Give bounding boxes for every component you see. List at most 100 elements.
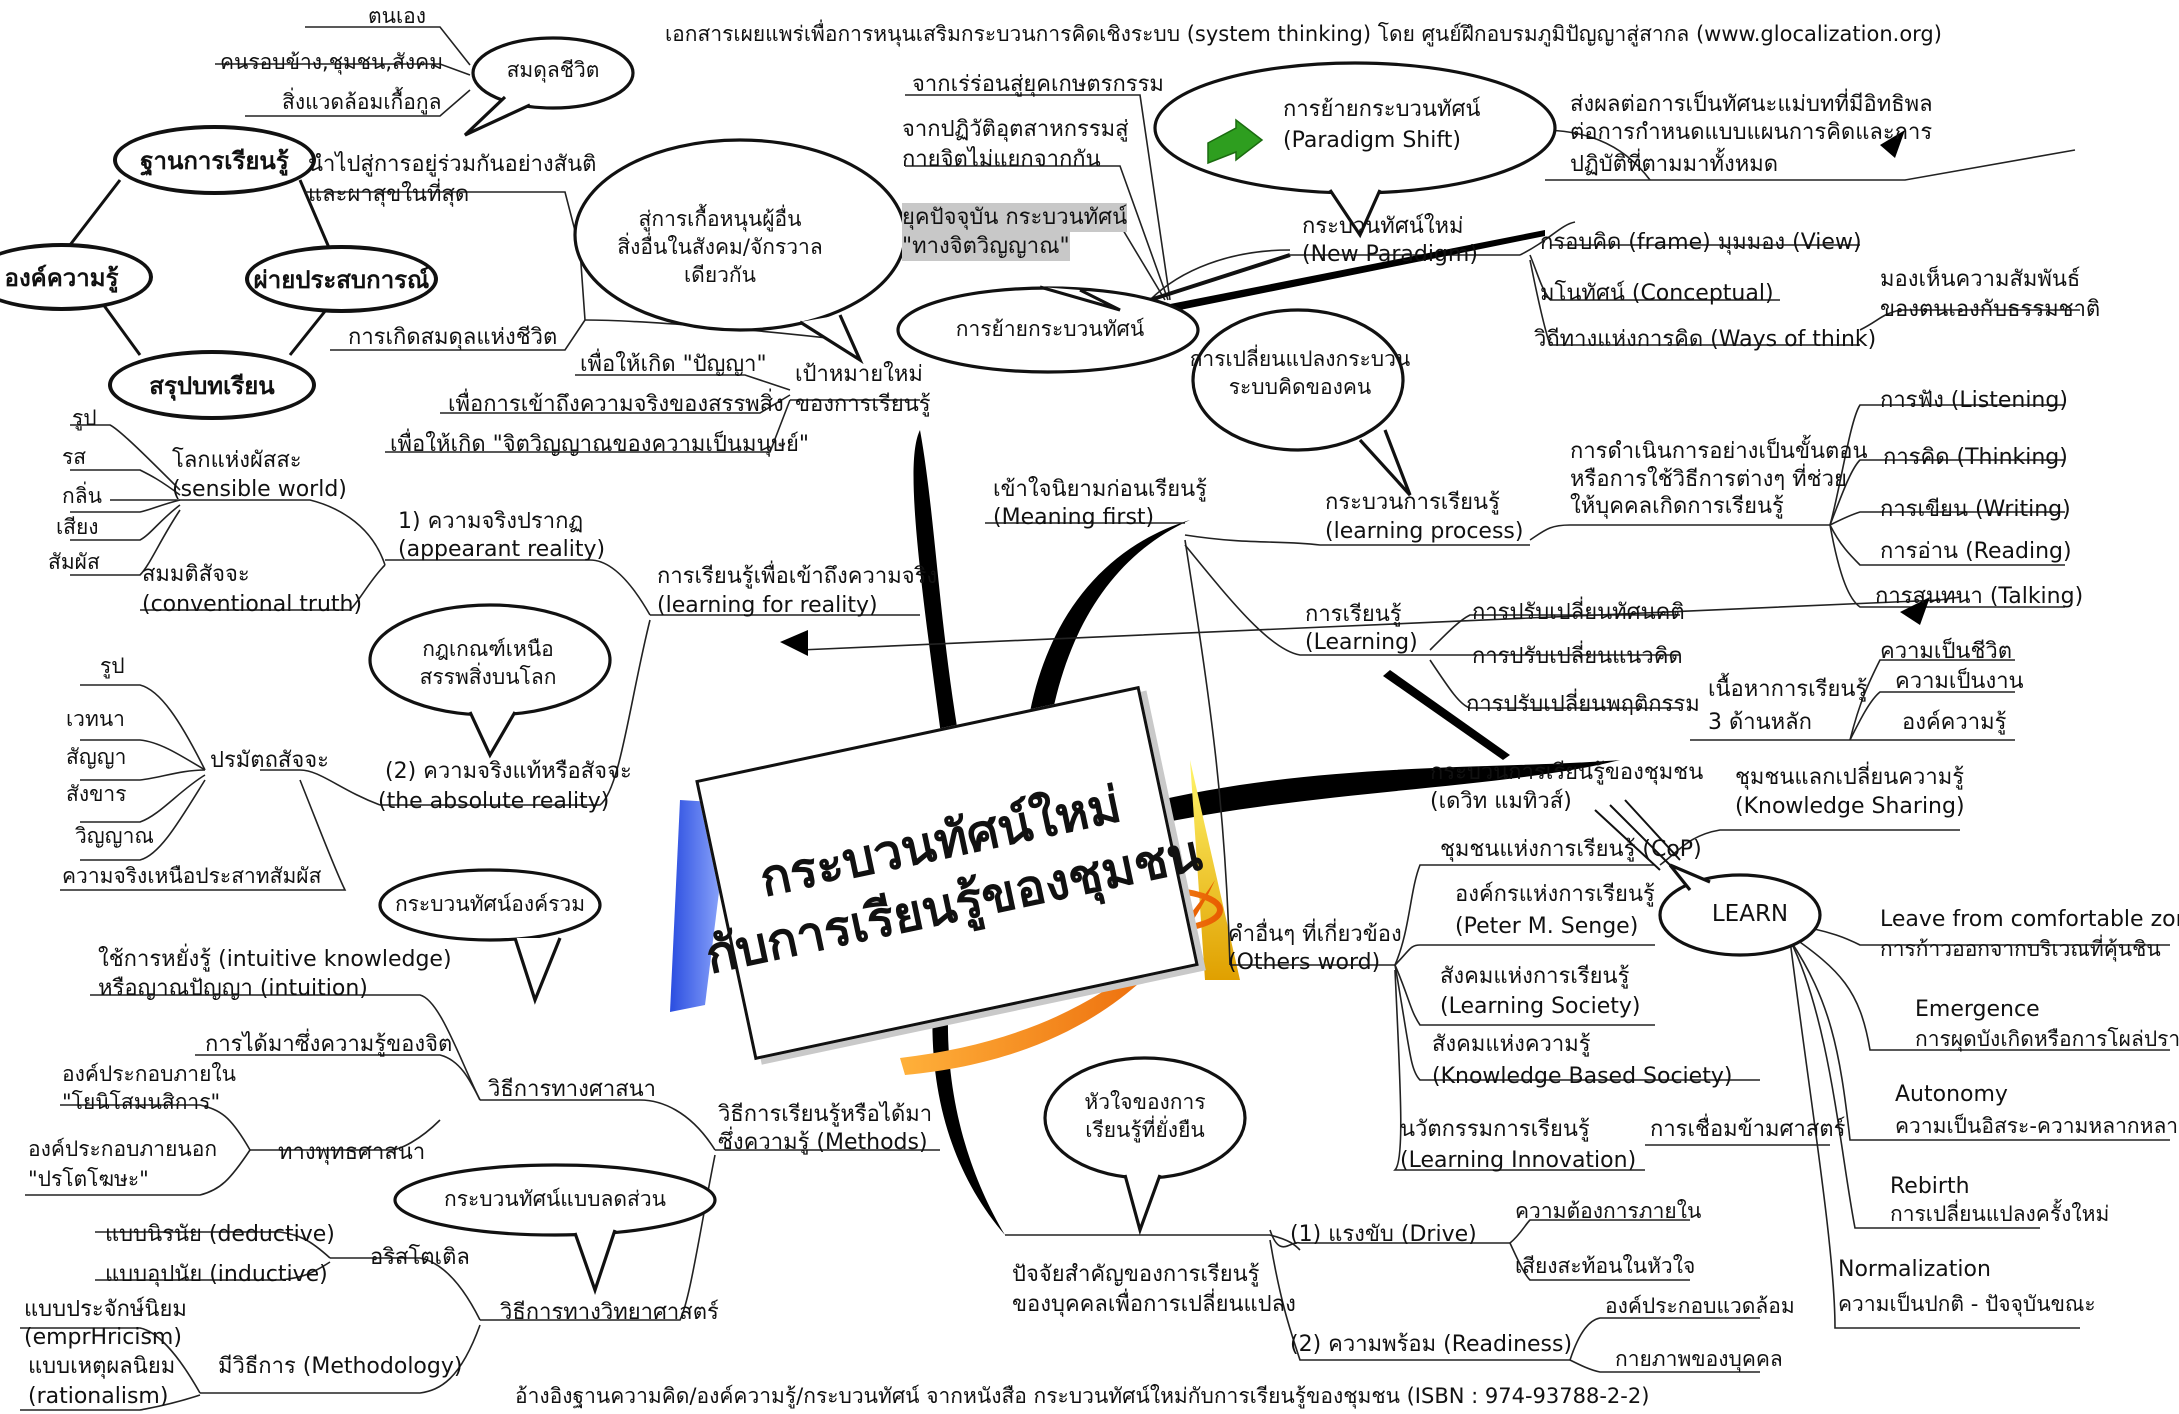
rule-bubble-line: กฎเกณฑ์เหนือ — [422, 637, 554, 661]
change-item: การปรับเปลี่ยนแนวคิด — [1472, 644, 1683, 669]
learning-process-line2: (learning process) — [1325, 519, 1524, 544]
heart-bubble-line: เรียนรู้ที่ยั่งยืน — [1085, 1118, 1205, 1142]
content-line1: เนื้อหาการเรียนรู้ — [1708, 677, 1868, 702]
skill-item: การเขียน (Writing) — [1880, 497, 2071, 522]
interdisciplinary: การเชื่อมข้ามศาสตร์ — [1650, 1117, 1846, 1142]
beyond-senses: ความจริงเหนือประสาทสัมผัส — [62, 864, 322, 888]
kbs-line2: (Knowledge Based Society) — [1432, 1064, 1733, 1089]
reality-line1: การเรียนรู้เพื่อเข้าถึงความจริง — [657, 564, 938, 589]
empiricism-line1: แบบประจักษ์นิยม — [24, 1297, 187, 1322]
paradigm-item: กรอบคิด (frame) มุมมอง (View) — [1540, 230, 1862, 255]
org-line2: (Peter M. Senge) — [1455, 914, 1639, 939]
paradigm-shift-line1: การย้ายกระบวนทัศน์ — [1283, 97, 1481, 122]
readiness-item: กายภาพของบุคคล — [1615, 1347, 1783, 1371]
learn-item-en: Leave from comfortable zon — [1880, 907, 2179, 932]
nature-line1: มองเห็นความสัมพันธ์ — [1880, 267, 2081, 292]
drive-item: เสียงสะท้อนในหัวใจ — [1515, 1254, 1696, 1278]
balance-result-line1: นำไปสู่การอยู่ร่วมกันอย่างสันติ — [308, 152, 597, 177]
process-desc-line3: ให้บุคคลเกิดการเรียนรู้ — [1570, 494, 1784, 519]
paradigm-item: มโนทัศน์ (Conceptual) — [1540, 281, 1774, 306]
apparent-line2: (appearant reality) — [398, 537, 606, 562]
goal-item: เพื่อการเข้าถึงความจริงของสรรพสิ่ง — [448, 392, 784, 417]
new-goal-line1: เป้าหมายใหม่ — [795, 362, 923, 387]
origin-current-line2: "ทางจิตวิญญาณ" — [902, 232, 1070, 261]
process-desc-line2: หรือการใช้วิธีการต่างๆ ที่ช่วย — [1570, 467, 1847, 492]
aggregate-item: รูป — [100, 654, 125, 678]
content-item: ความเป็นงาน — [1895, 669, 2024, 694]
intuitive-line2: หรือญาณปัญญา (intuition) — [98, 976, 368, 1001]
life-balance-label: การเกิดสมดุลแห่งชีวิต — [348, 325, 558, 350]
change-item: การปรับเปลี่ยนพฤติกรรม — [1466, 692, 1700, 717]
skill-item: การคิด (Thinking) — [1883, 445, 2068, 470]
sense-item: กลิ่น — [62, 484, 102, 508]
society-line2: (Learning Society) — [1440, 994, 1641, 1019]
balance-bubble: สมดุลชีวิต — [506, 58, 600, 82]
paradigm-item: วิถีทางแห่งการคิด (Ways of think) — [1534, 327, 1877, 352]
factors-line1: ปัจจัยสำคัญของการเรียนรู้ — [1012, 1262, 1260, 1287]
learn-item-th: การก้าวออกจากบริเวณที่คุ้นชิน — [1880, 937, 2161, 961]
content-item: ความเป็นชีวิต — [1880, 639, 2013, 664]
rule-bubble: กฎเกณฑ์เหนือ สรรพสิ่งบนโลก — [388, 635, 588, 691]
shift-effect-line1: ส่งผลต่อการเป็นทัศนะแม่บทที่มีอิทธิพล — [1570, 92, 1933, 117]
rationalism-line2: (rationalism) — [28, 1384, 169, 1409]
balance-result-line2: และผาสุขในที่สุด — [308, 182, 470, 207]
meaning-first-line1: เข้าใจนิยามก่อนเรียนรู้ — [993, 477, 1207, 502]
skill-item: การสนทนา (Talking) — [1875, 584, 2084, 609]
sense-item: สัมผัส — [48, 550, 100, 574]
origin-current-line1: ยุคปัจจุบัน กระบวนทัศน์ — [902, 203, 1128, 232]
meaning-first-line2: (Meaning first) — [993, 505, 1155, 530]
purpose-bubble-line: สู่การเกื้อหนุนผู้อื่น — [638, 207, 802, 231]
learn-item-th: ความเป็นอิสระ-ความหลากหลาย — [1895, 1114, 2179, 1138]
religion-method: วิธีการทางศาสนา — [488, 1077, 657, 1102]
aggregate-item: วิญญาณ — [75, 824, 154, 848]
mind-knowledge: การได้มาซึ่งความรู้ของจิต — [205, 1032, 453, 1057]
learning-line2: (Learning) — [1305, 630, 1418, 655]
new-paradigm-line2: (New Paradigm) — [1302, 242, 1478, 267]
purpose-bubble-line: สิ่งอื่นในสังคม/จักรวาล — [617, 235, 823, 259]
change-item: การปรับเปลี่ยนทัศนคติ — [1472, 600, 1685, 625]
origin-nomadic: จากเร่ร่อนสู่ยุคเกษตรกรรม — [912, 72, 1164, 97]
balance-item: สิ่งแวดล้อมเกื้อกูล — [282, 90, 442, 114]
rule-bubble-line: สรรพสิ่งบนโลก — [419, 665, 557, 689]
cycle-node-knowledge: องค์ความรู้ — [0, 243, 153, 311]
methods-line2: ซึ่งความรู้ (Methods) — [718, 1130, 928, 1155]
learn-item-en: Autonomy — [1895, 1082, 2008, 1107]
aggregate-item: เวทนา — [66, 707, 125, 731]
others-line2: (Others word) — [1228, 950, 1381, 975]
learn-bubble: LEARN — [1711, 901, 1789, 927]
inner-line1: องค์ประกอบภายใน — [62, 1062, 237, 1086]
aggregate-item: สังขาร — [66, 782, 127, 806]
cycle-node-learning-base: ฐานการเรียนรู้ — [113, 125, 316, 195]
community-process-line2: (เดวิท แมทิวส์) — [1430, 789, 1572, 814]
readiness: (2) ความพร้อม (Readiness) — [1290, 1332, 1573, 1357]
paradigm-shift-line2: (Paradigm Shift) — [1283, 128, 1461, 153]
sense-item: เสียง — [56, 515, 99, 539]
process-desc-line1: การดำเนินการอย่างเป็นขั้นตอน — [1570, 439, 1868, 464]
society-line1: สังคมแห่งการเรียนรู้ — [1440, 964, 1630, 989]
reality-line2: (learning for reality) — [657, 593, 878, 618]
learn-item-en: Normalization — [1838, 1257, 1991, 1282]
purpose-bubble-line: เดียวกัน — [684, 263, 756, 287]
outer-line2: "ปรโตโฆษะ" — [28, 1167, 149, 1191]
sensible-line2: (sensible world) — [172, 477, 347, 502]
ultimate-truth: ปรมัตถสัจจะ — [210, 748, 329, 773]
community-process-line1: กระบวนการเรียนรู้ของชุมชน — [1430, 760, 1704, 785]
apparent-line1: 1) ความจริงปรากฏ — [398, 509, 584, 534]
innovation-line1: นวัตกรรมการเรียนรู้ — [1400, 1117, 1590, 1142]
conventional-line1: สมมติสัจจะ — [142, 562, 250, 587]
others-line1: คำอื่นๆ ที่เกี่ยวข้อง — [1228, 922, 1402, 947]
inductive: แบบอุปนัย (inductive) — [105, 1262, 328, 1287]
header-note: เอกสารเผยแพร่เพื่อการหนุนเสริมกระบวนการค… — [665, 22, 1942, 46]
drive-item: ความต้องการภายใน — [1515, 1199, 1702, 1223]
cycle-node-lessons: สรุปบทเรียน — [108, 350, 316, 420]
cycle-node-experience: ผ่ายประสบการณ์ — [245, 245, 438, 313]
footer-note: อ้างอิงฐานความคิด/องค์ความรู้/กระบวนทัศน… — [515, 1384, 1650, 1408]
learn-item-en: Emergence — [1915, 997, 2040, 1022]
factors-line2: ของบุคคลเพื่อการเปลี่ยนแปลง — [1012, 1292, 1296, 1317]
kbs-line1: สังคมแห่งความรู้ — [1432, 1032, 1591, 1057]
inner-line2: "โยนิโสมนสิการ" — [62, 1090, 221, 1114]
balance-item: คนรอบข้าง,ชุมชน,สังคม — [220, 50, 444, 74]
empiricism-line2: (emprHricism) — [24, 1325, 182, 1350]
heart-bubble-line: หัวใจของการ — [1084, 1090, 1206, 1114]
